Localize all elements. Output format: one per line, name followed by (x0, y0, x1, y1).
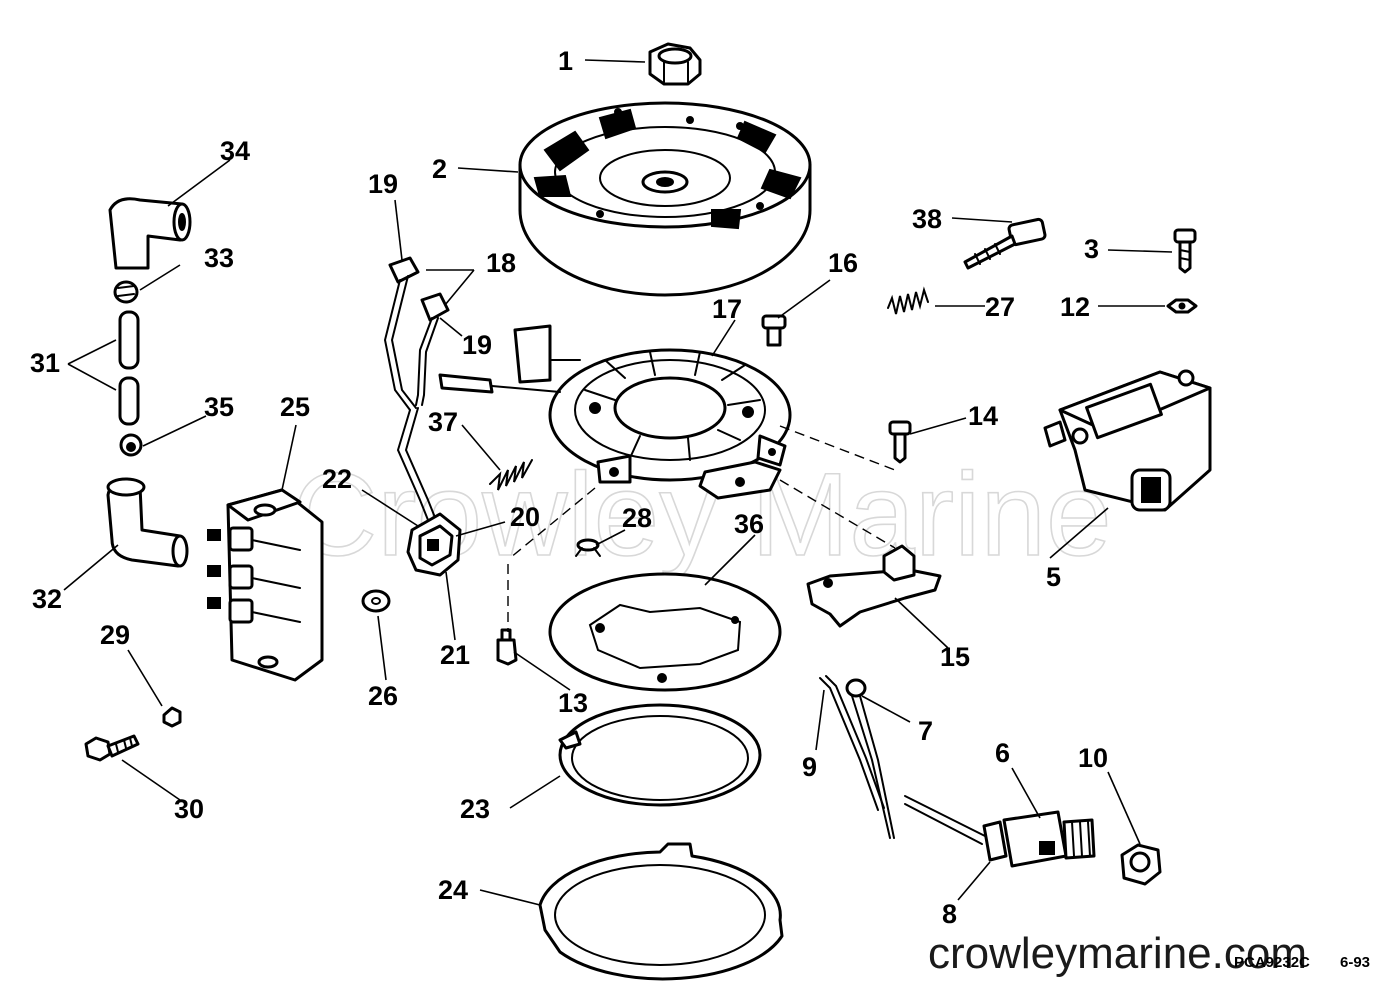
part-armature-plate (438, 324, 792, 500)
callout-16: 16 (828, 248, 858, 278)
part-temperature-switch (904, 795, 1096, 868)
date-code: 6-93 (1340, 954, 1370, 971)
part-retaining-ring (558, 703, 762, 807)
callout-10: 10 (1078, 743, 1108, 773)
callout-3: 3 (1084, 234, 1099, 264)
part-washer-26 (361, 589, 391, 613)
callout-15: 15 (940, 642, 970, 672)
callout-36: 36 (734, 509, 764, 539)
callout-6: 6 (995, 738, 1010, 768)
part-screw-3 (1173, 228, 1197, 274)
part-spring-37 (489, 459, 533, 491)
callout-23: 23 (460, 794, 490, 824)
part-bolt-30 (84, 734, 140, 762)
callout-20: 20 (510, 502, 540, 532)
part-elbow-34 (108, 197, 192, 270)
callout-38: 38 (912, 204, 942, 234)
callout-21: 21 (440, 640, 470, 670)
callout-2: 2 (432, 154, 447, 184)
callout-33: 33 (204, 243, 234, 273)
part-ground-lead (819, 675, 895, 839)
part-wire-harness (383, 256, 450, 521)
callout-labels: 1 2 3 5 6 7 8 9 10 12 13 14 15 16 17 18 … (30, 46, 1108, 929)
part-screw-16 (761, 314, 787, 347)
part-stud-38 (963, 217, 1047, 270)
part-screw-14 (888, 420, 912, 464)
callout-24: 24 (438, 875, 468, 905)
callout-22: 22 (322, 464, 352, 494)
callout-17: 17 (712, 294, 742, 324)
callout-5: 5 (1046, 562, 1061, 592)
part-lock-washer-12 (1166, 298, 1198, 314)
part-nut-29 (162, 706, 182, 728)
part-tube-31 (118, 310, 140, 426)
part-power-pack (207, 488, 324, 682)
part-spring-33 (113, 280, 139, 304)
part-flywheel-nut (648, 42, 702, 86)
callout-14: 14 (968, 401, 998, 431)
leader-lines (63, 59, 1173, 906)
callout-37: 37 (428, 407, 458, 437)
callout-25: 25 (280, 392, 310, 422)
callout-35: 35 (204, 392, 234, 422)
callout-32: 32 (32, 584, 62, 614)
callout-30: 30 (174, 794, 204, 824)
callout-1: 1 (558, 46, 573, 76)
drawing-code: PCA9232C (1234, 954, 1310, 971)
part-ignition-module (1043, 369, 1212, 512)
part-bracket-15 (806, 544, 942, 628)
assembly-guide-lines (507, 425, 896, 632)
callout-19a: 19 (368, 169, 398, 199)
callout-34: 34 (220, 136, 250, 166)
part-screw-28 (575, 538, 601, 557)
part-plate-36 (548, 572, 782, 692)
site-url: crowleymarine.com (928, 929, 1307, 978)
callout-8: 8 (942, 899, 957, 929)
callout-28: 28 (622, 503, 652, 533)
part-elbow-32 (106, 477, 189, 568)
callout-12: 12 (1060, 292, 1090, 322)
callout-31: 31 (30, 348, 60, 378)
callout-7: 7 (918, 716, 933, 746)
part-nut-10 (1120, 843, 1162, 886)
callout-29: 29 (100, 620, 130, 650)
part-connector (406, 512, 462, 577)
callout-27: 27 (985, 292, 1015, 322)
part-terminal-13 (496, 628, 518, 666)
callout-9: 9 (802, 752, 817, 782)
part-cover-ring (538, 842, 784, 981)
callout-13: 13 (558, 688, 588, 718)
callout-26: 26 (368, 681, 398, 711)
callout-19b: 19 (462, 330, 492, 360)
callout-18: 18 (486, 248, 516, 278)
part-spring-27 (887, 286, 929, 315)
part-flywheel (518, 101, 812, 297)
part-fitting-35 (119, 433, 143, 457)
